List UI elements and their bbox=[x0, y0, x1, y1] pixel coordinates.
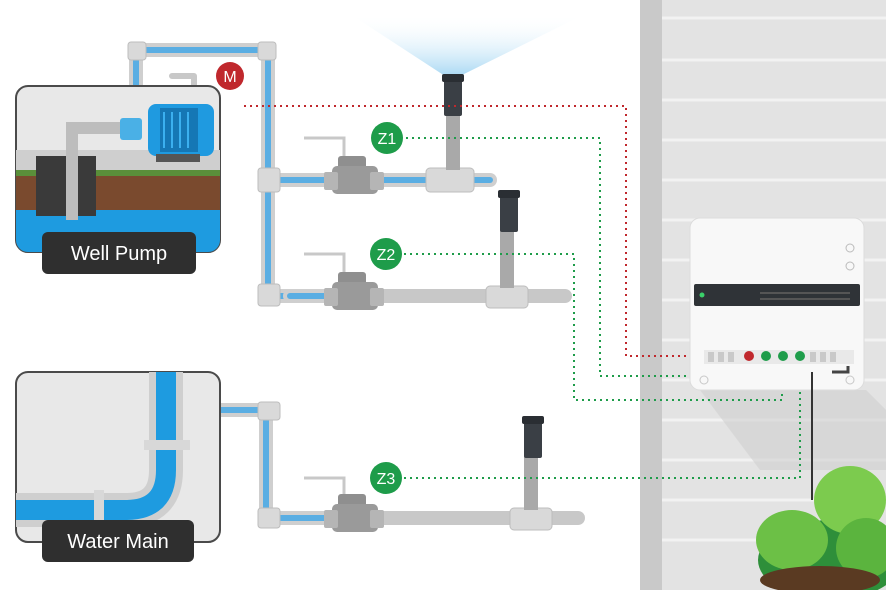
spray-mist bbox=[350, 14, 585, 76]
svg-text:Z1: Z1 bbox=[378, 131, 397, 148]
svg-text:Z2: Z2 bbox=[377, 247, 396, 264]
pipe-fittings bbox=[127, 41, 553, 531]
sprinkler-head-2 bbox=[498, 190, 520, 288]
zone-valve-2 bbox=[304, 252, 384, 310]
zone1-badge: Z1 bbox=[371, 122, 403, 154]
svg-text:M: M bbox=[223, 69, 236, 86]
motor-badge: M bbox=[216, 62, 244, 90]
well-pump-panel: Well Pump bbox=[15, 85, 221, 274]
zone2-badge: Z2 bbox=[370, 238, 402, 270]
wiring bbox=[244, 105, 801, 479]
zone-valve-3 bbox=[304, 476, 384, 532]
zone3-badge: Z3 bbox=[370, 462, 402, 494]
irrigation-controller bbox=[689, 217, 865, 500]
pump-motor bbox=[120, 104, 214, 162]
terminal-zone3 bbox=[795, 351, 805, 361]
svg-text:Z3: Z3 bbox=[377, 471, 396, 488]
wire-zone3 bbox=[404, 356, 801, 479]
bush bbox=[756, 466, 886, 590]
terminal-motor bbox=[744, 351, 754, 361]
water-main-panel: Water Main bbox=[15, 371, 221, 562]
terminal-zone2 bbox=[778, 351, 788, 361]
well-pump-label: Well Pump bbox=[71, 243, 167, 265]
wire-zone1 bbox=[406, 137, 767, 377]
water-main-label: Water Main bbox=[67, 531, 169, 553]
sprinkler-head-1 bbox=[442, 74, 464, 170]
zone-valve-1 bbox=[304, 136, 384, 194]
sprinkler-head-3 bbox=[522, 416, 544, 510]
terminal-zone1 bbox=[761, 351, 771, 361]
